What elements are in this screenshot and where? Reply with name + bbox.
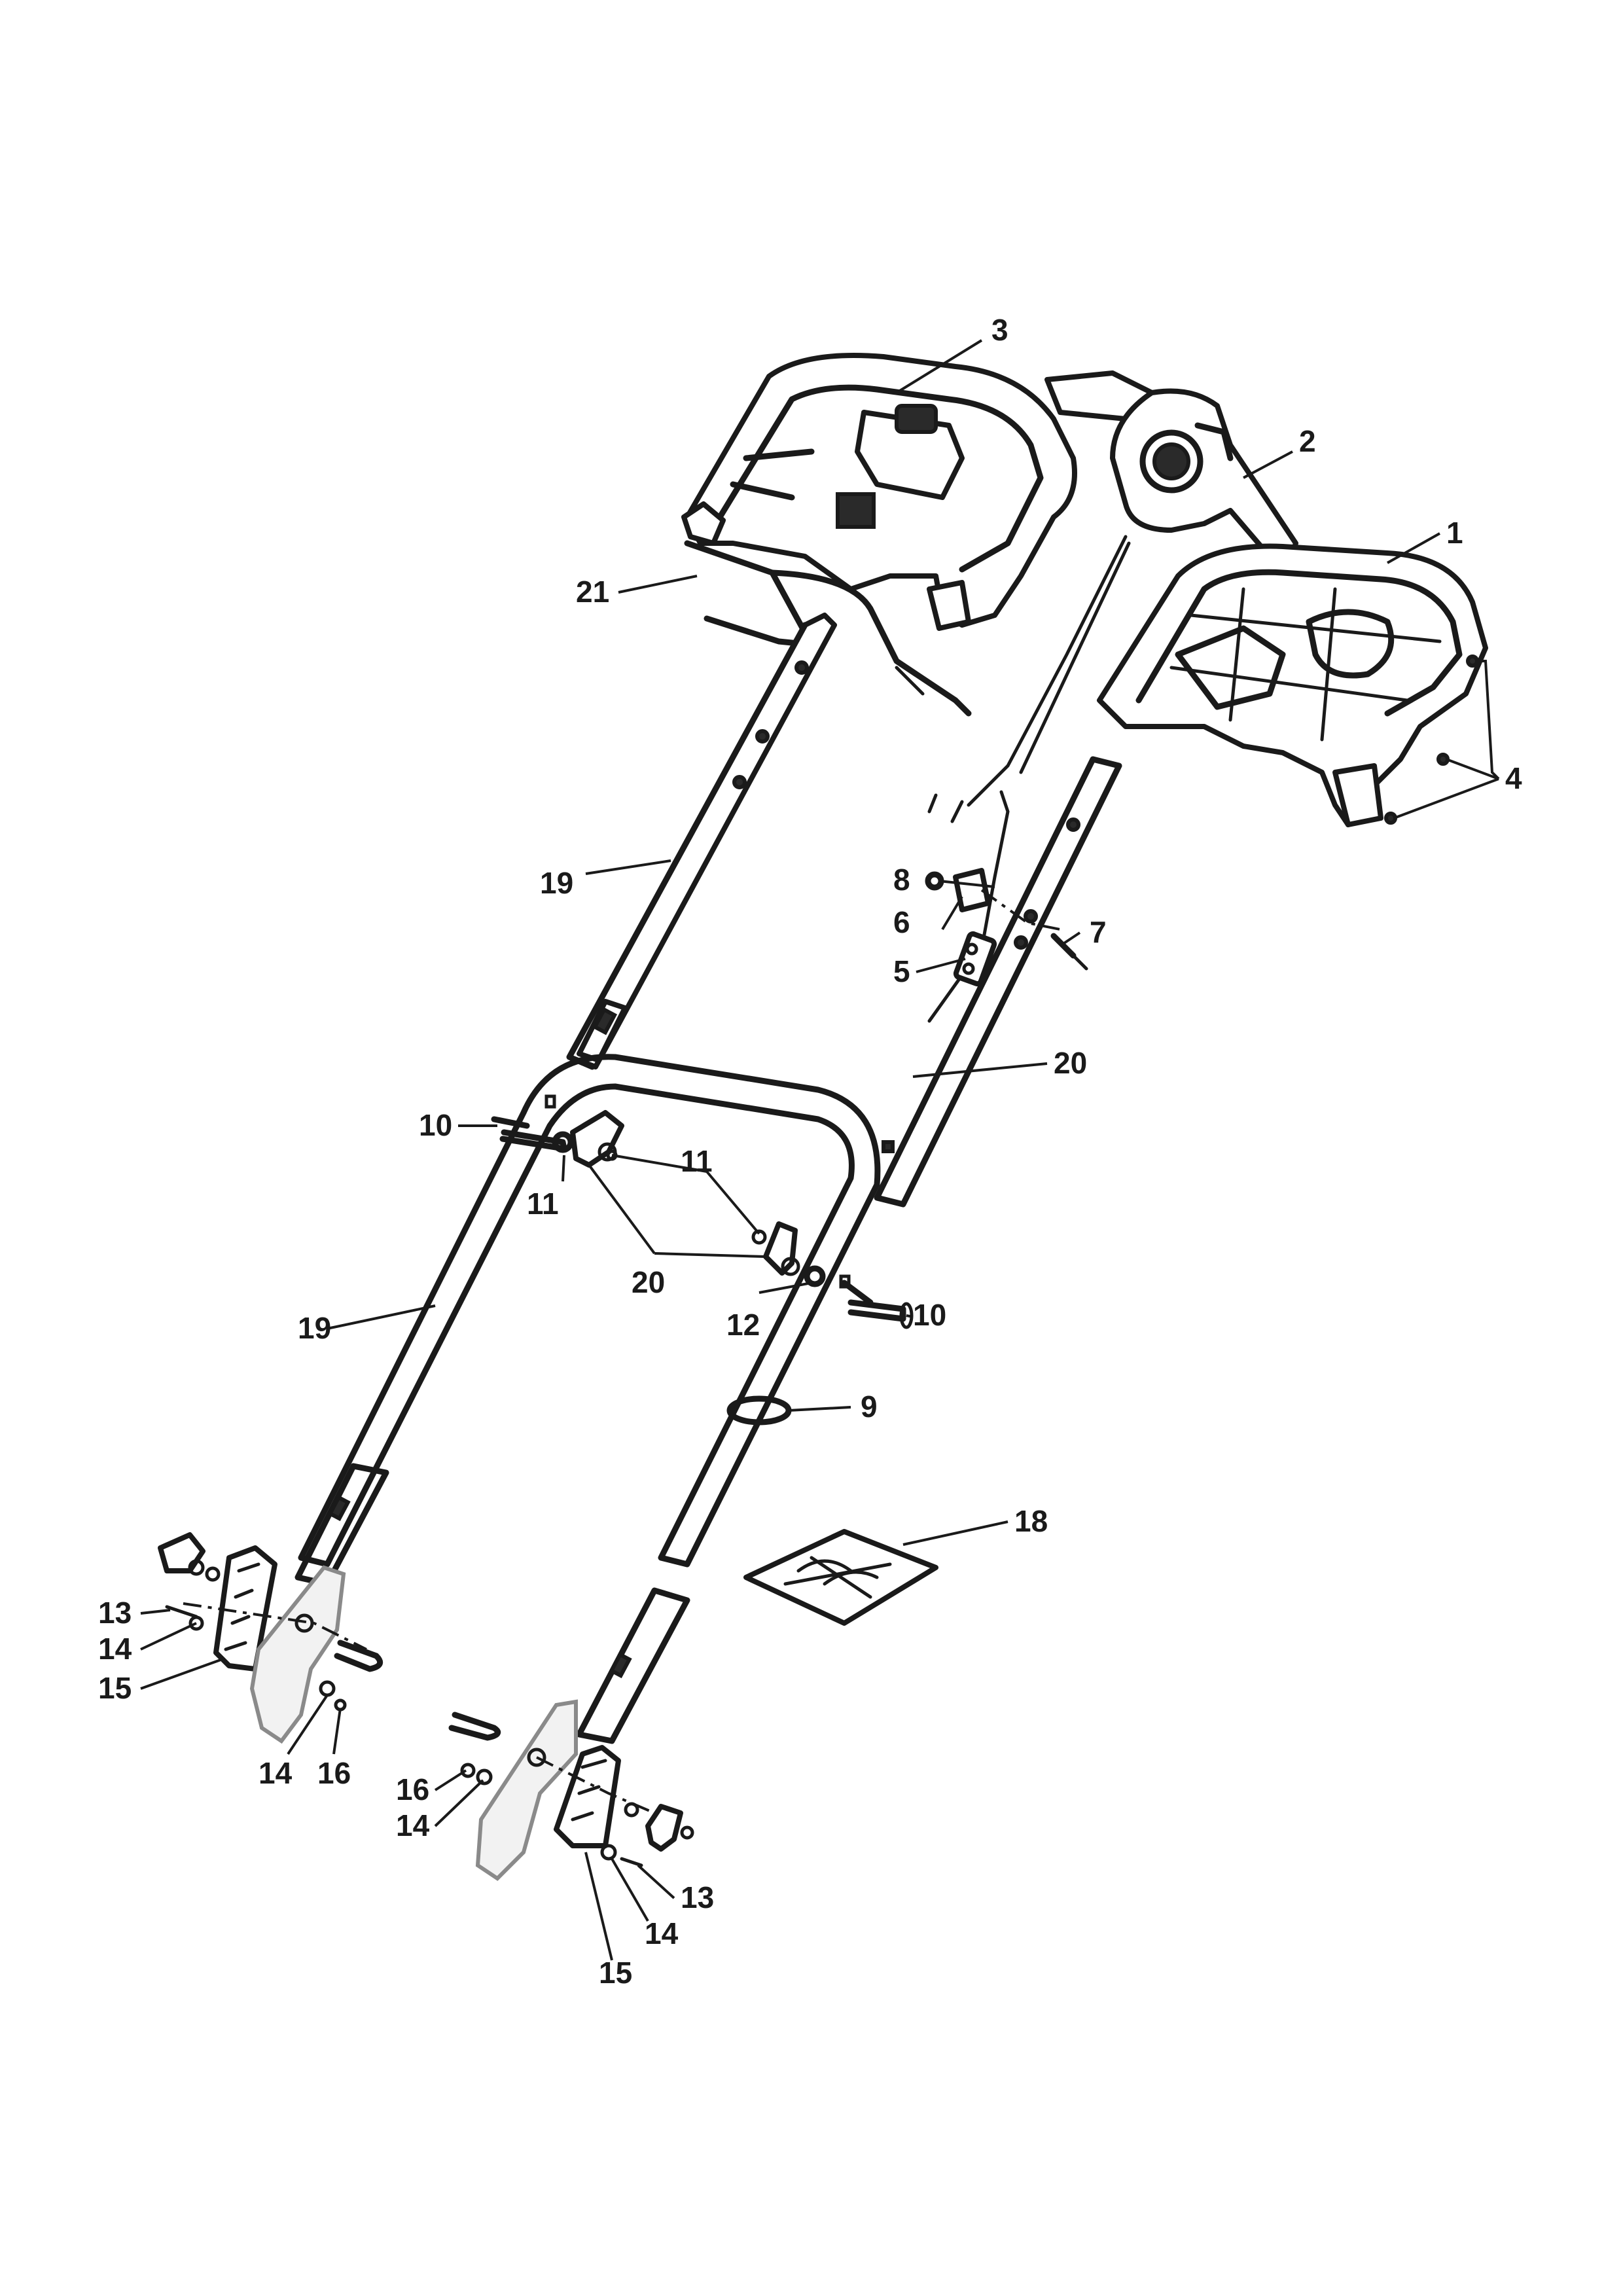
knob-upper-part [570, 1110, 624, 1168]
callout-5: 5 [893, 954, 910, 988]
callout-20-knob-pair: 20 [632, 1265, 665, 1299]
callout-6: 6 [893, 905, 910, 939]
callout-12: 11 [681, 1144, 713, 1178]
handle-cover-part [681, 353, 1077, 631]
callout-1: 1 [1446, 516, 1463, 550]
callout-11-right: 12 [726, 1308, 760, 1342]
callout-21: 21 [576, 575, 609, 609]
callout-8: 8 [893, 863, 910, 897]
callout-18: 19 [298, 1311, 331, 1345]
callout-16-left: 16 [317, 1756, 351, 1790]
control-lever-part [967, 370, 1298, 807]
handle-console-part [1097, 543, 1488, 827]
callout-10-right: 10 [913, 1298, 946, 1332]
callout-19-left: 19 [540, 866, 573, 900]
callout-17: 18 [1014, 1504, 1048, 1538]
right-hinge-assembly [448, 1699, 694, 1881]
callout-14-right-b: 14 [645, 1916, 679, 1950]
callout-16-right: 16 [396, 1772, 429, 1806]
callout-2: 2 [1299, 424, 1316, 458]
callout-14-right-a: 14 [396, 1808, 430, 1842]
callout-15-left: 15 [98, 1671, 132, 1705]
callout-13-right: 13 [681, 1880, 714, 1914]
callout-4: 4 [1505, 761, 1522, 795]
callout-15-right: 15 [599, 1956, 632, 1990]
hardware-bag-part [743, 1529, 938, 1626]
callout-11a: 11 [527, 1187, 559, 1221]
callout-3: 3 [991, 313, 1008, 347]
upper-tube-left-part [566, 613, 837, 1070]
upper-tube-right-part [874, 756, 1122, 1208]
callout-7: 7 [1090, 915, 1107, 949]
screw-set-4 [1384, 655, 1500, 825]
callout-labels: 3 2 1 21 4 8 6 7 5 19 20 10 11 11 [419, 313, 1522, 1221]
leader-lines [140, 339, 1440, 1961]
left-hinge-assembly [158, 1532, 383, 1744]
callout-9: 9 [861, 1390, 878, 1424]
bolt-right-part [841, 1280, 914, 1329]
knob-lower-part [751, 1221, 800, 1276]
callout-labels-visible: 20 12 10 19 9 18 13 14 15 14 16 16 14 13… [98, 1265, 1048, 1990]
callout-14-left-a: 14 [98, 1632, 132, 1666]
callout-10-left: 10 [419, 1108, 452, 1142]
switch-assembly-part [925, 790, 1088, 1023]
callout-14-left-b: 14 [259, 1756, 293, 1790]
callout-13-left: 13 [98, 1596, 132, 1630]
callout-19-right: 20 [1054, 1046, 1087, 1080]
bolt-left-part [491, 1116, 567, 1152]
